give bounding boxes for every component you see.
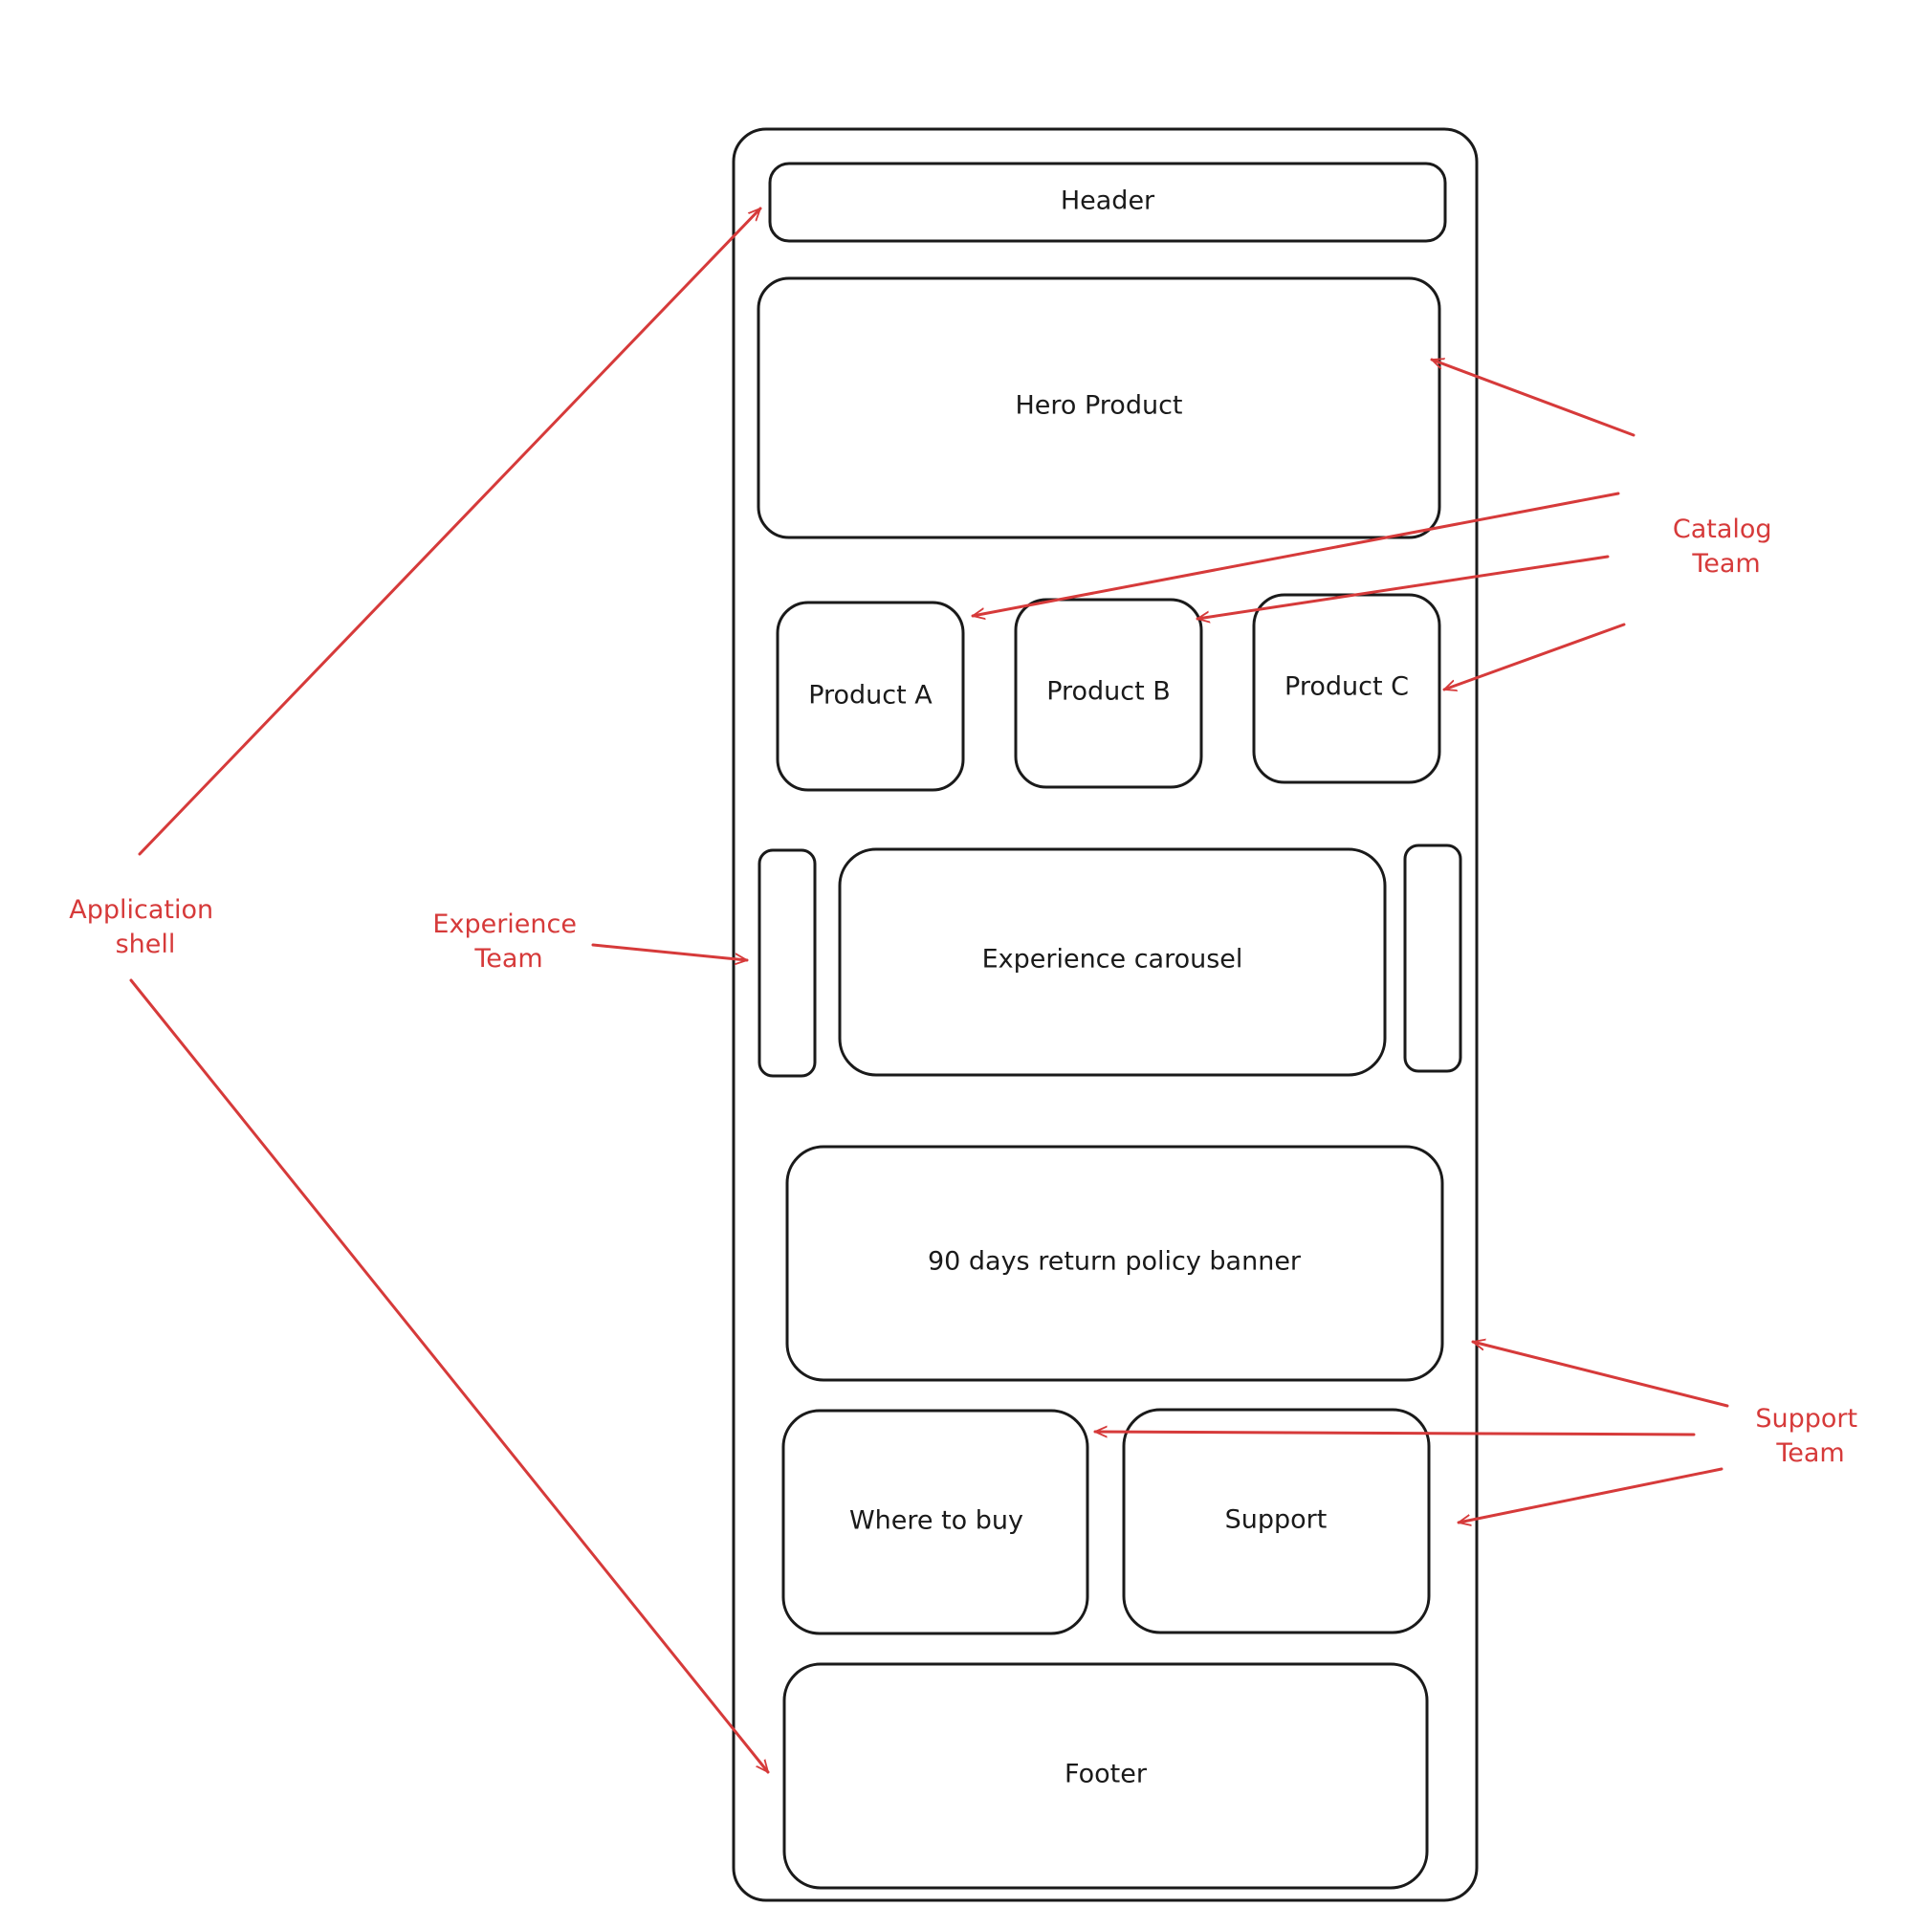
return-policy-banner-label: 90 days return policy banner — [928, 1247, 1302, 1277]
support-team-arrow-where-to-buy — [1093, 1432, 1696, 1435]
return-policy-banner-block: 90 days return policy banner — [785, 1145, 1444, 1382]
catalog-team-arrow-product-c — [1442, 623, 1626, 690]
catalog-team-label: Catalog Team — [1673, 515, 1780, 579]
footer-label: Footer — [1065, 1760, 1148, 1789]
product-b-label: Product B — [1046, 677, 1171, 707]
support-block: Support — [1122, 1408, 1431, 1634]
experience-carousel-block: Experience carousel — [838, 847, 1387, 1077]
product-c-label: Product C — [1284, 672, 1409, 702]
experience-team-label: Experience Team — [432, 910, 584, 974]
hero-product-block: Hero Product — [757, 276, 1441, 539]
product-c-block: Product C — [1252, 593, 1441, 784]
support-team-arrow-support — [1457, 1467, 1723, 1523]
footer-block: Footer — [782, 1662, 1429, 1890]
support-team-label: Support Team — [1755, 1404, 1865, 1468]
application-shell-arrow-header — [138, 207, 762, 856]
header-block: Header — [768, 162, 1447, 243]
catalog-team-arrow-product-b — [1196, 555, 1610, 619]
catalog-team-arrow-hero — [1430, 360, 1636, 437]
experience-team-arrow — [591, 943, 749, 960]
header-label: Header — [1061, 186, 1155, 216]
product-b-block: Product B — [1014, 598, 1203, 789]
support-label: Support — [1225, 1505, 1328, 1535]
product-a-label: Product A — [808, 681, 933, 711]
application-shell-arrow-footer — [129, 978, 770, 1774]
carousel-right-slot — [1403, 844, 1462, 1073]
where-to-buy-label: Where to buy — [849, 1506, 1023, 1536]
support-team-arrow-banner — [1471, 1342, 1729, 1408]
product-a-block: Product A — [776, 601, 965, 792]
application-shell-label: Application shell — [69, 895, 221, 959]
application-frame — [732, 127, 1479, 1902]
experience-carousel-label: Experience carousel — [982, 945, 1243, 975]
catalog-team-arrow-product-a — [971, 492, 1620, 616]
where-to-buy-block: Where to buy — [781, 1409, 1089, 1635]
carousel-left-slot — [757, 848, 817, 1078]
hero-product-label: Hero Product — [1015, 391, 1182, 421]
